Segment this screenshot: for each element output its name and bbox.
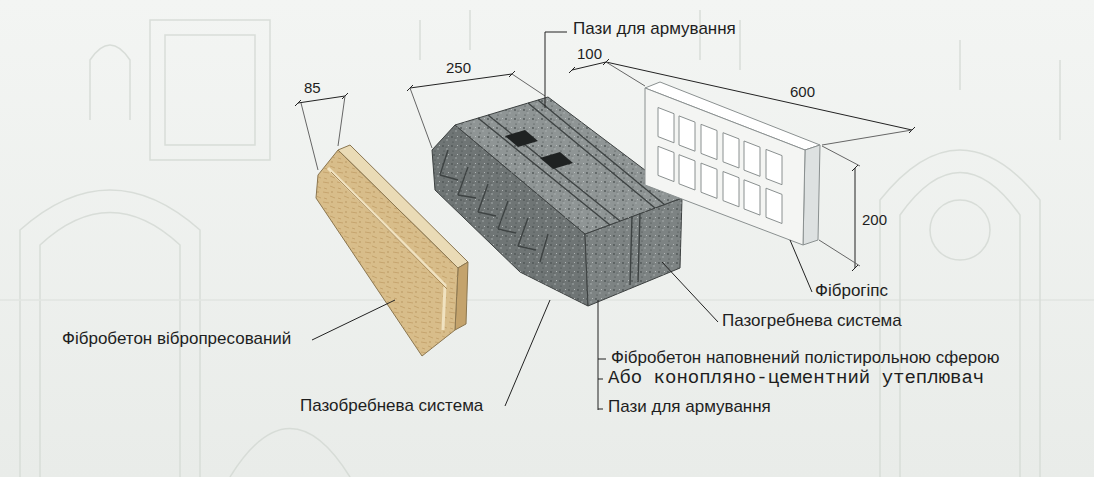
part-label: Або конопляно-цементний утеплювач: [608, 368, 984, 389]
dimension-value: 100: [577, 46, 602, 63]
part-label: Фіброгіпс: [815, 282, 888, 301]
part-label: Пазогребнева система: [722, 312, 902, 331]
dimension-value: 85: [304, 80, 321, 97]
part-label: Пази для армування: [608, 398, 771, 417]
dimension-lines: [295, 59, 915, 271]
part-label: Фібробетон вібропресований: [62, 330, 291, 349]
dimension-value: 200: [862, 212, 887, 229]
part-label: Фібробетон наповнений полістирольною сфе…: [611, 349, 999, 368]
dimension-value: 250: [446, 60, 471, 77]
fibre-gypsum-block: [645, 82, 820, 245]
part-label: Пази для армування: [573, 20, 736, 39]
part-label: Пазобребнева система: [300, 397, 483, 416]
dimension-value: 600: [790, 84, 815, 101]
